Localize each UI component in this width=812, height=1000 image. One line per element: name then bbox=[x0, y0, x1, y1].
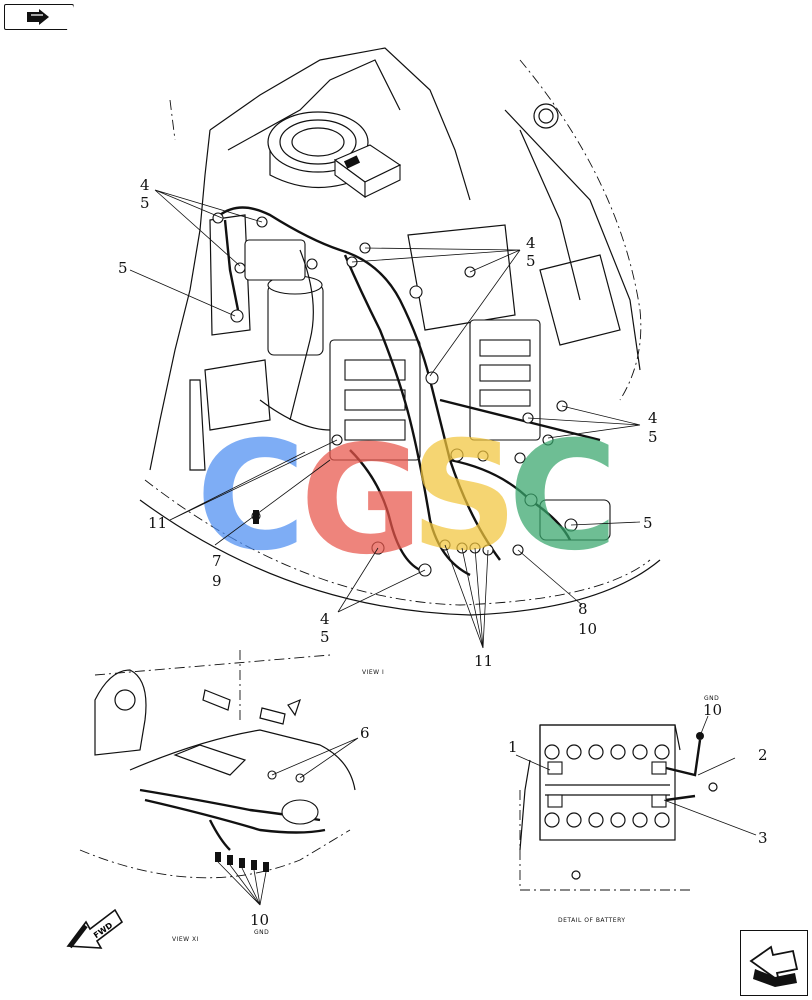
callouts-main: 4 5 5 4 5 4 5 5 11 7 9 4 5 11 8 10 VIEW … bbox=[118, 176, 658, 676]
gnd-label-right: GND bbox=[704, 695, 719, 702]
view-xi-label: VIEW XI bbox=[172, 936, 199, 943]
watermark-letter-c2: C bbox=[508, 410, 618, 584]
callout-1: 1 bbox=[508, 738, 518, 756]
prev-page-button[interactable] bbox=[4, 4, 74, 30]
battery-detail bbox=[515, 715, 757, 891]
leader-lines-main bbox=[129, 189, 641, 649]
callout-9: 9 bbox=[212, 572, 222, 590]
callout-4-bottom: 4 bbox=[320, 610, 330, 628]
callout-2: 2 bbox=[758, 746, 768, 764]
detail-of-battery-label: DETAIL OF BATTERY bbox=[558, 917, 626, 924]
watermark-letter-g: G bbox=[300, 414, 423, 588]
callout-7: 7 bbox=[212, 552, 222, 570]
view-i-label: VIEW I bbox=[362, 669, 384, 676]
callout-4-upper-right: 4 bbox=[526, 234, 536, 252]
gnd-label-left: GND bbox=[254, 929, 269, 936]
callout-11-left: 11 bbox=[148, 514, 167, 532]
callout-10-gnd-left: 10 bbox=[250, 911, 269, 929]
callout-3: 3 bbox=[758, 829, 768, 847]
callout-5-bottom: 5 bbox=[320, 628, 330, 646]
callout-5-right: 5 bbox=[648, 428, 658, 446]
callout-4-right: 4 bbox=[648, 409, 658, 427]
watermark-letter-c1: C bbox=[196, 410, 306, 584]
callout-4-upper-left: 4 bbox=[140, 176, 150, 194]
next-page-button[interactable] bbox=[740, 930, 808, 996]
main-view-frame bbox=[139, 47, 661, 616]
fwd-arrow-icon: FWD bbox=[66, 908, 124, 949]
callout-10: 10 bbox=[578, 620, 597, 638]
callout-5-upper-left: 5 bbox=[140, 194, 150, 212]
watermark: C G S C bbox=[196, 410, 618, 588]
callout-10-gnd-right: 10 bbox=[703, 701, 722, 719]
view-xi bbox=[79, 650, 359, 906]
callout-5-left: 5 bbox=[118, 259, 128, 277]
callout-8: 8 bbox=[578, 600, 588, 618]
next-arrow-icon bbox=[749, 945, 799, 987]
watermark-letter-s: S bbox=[410, 410, 518, 584]
callout-5-upper-right: 5 bbox=[526, 252, 536, 270]
back-arrow-icon bbox=[27, 9, 49, 25]
callout-5-right-lower: 5 bbox=[643, 514, 653, 532]
callout-11-bottom: 11 bbox=[474, 652, 493, 670]
callout-6: 6 bbox=[360, 724, 370, 742]
